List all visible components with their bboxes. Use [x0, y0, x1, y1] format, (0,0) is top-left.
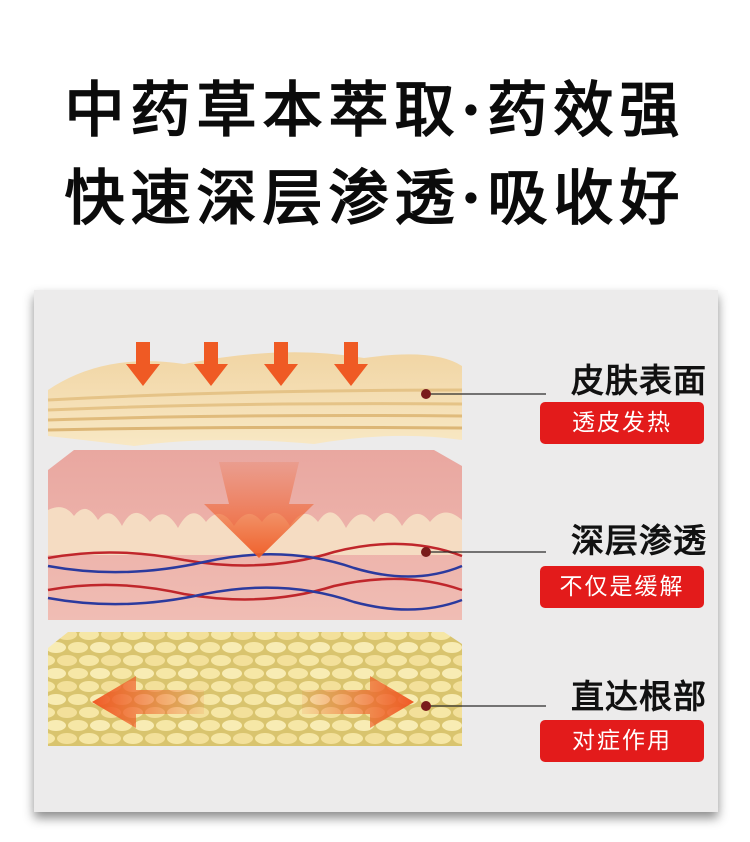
skin-layer-diagram: 皮肤表面 透皮发热 深层渗透 不仅是缓解 直达根部 对症作用 [34, 290, 718, 812]
headline-line-2: 快速深层渗透·吸收好 [64, 164, 686, 234]
deep-tissue-layer [48, 632, 462, 746]
layer-1-badge: 透皮发热 [540, 402, 704, 444]
layer-1-title: 皮肤表面 [571, 361, 707, 400]
skin-surface-layer [47, 342, 463, 446]
layer-3-title: 直达根部 [571, 677, 707, 716]
surface-arrows [126, 342, 368, 386]
layer-2-title: 深层渗透 [571, 521, 707, 560]
headline-line-1: 中药草本萃取·药效强 [64, 76, 686, 146]
layer-2-badge: 不仅是缓解 [540, 566, 704, 608]
skin-layer-illustration [47, 342, 546, 746]
leader-lines [421, 389, 546, 711]
dermis-layer [47, 450, 463, 620]
layer-3-badge: 对症作用 [540, 720, 704, 762]
